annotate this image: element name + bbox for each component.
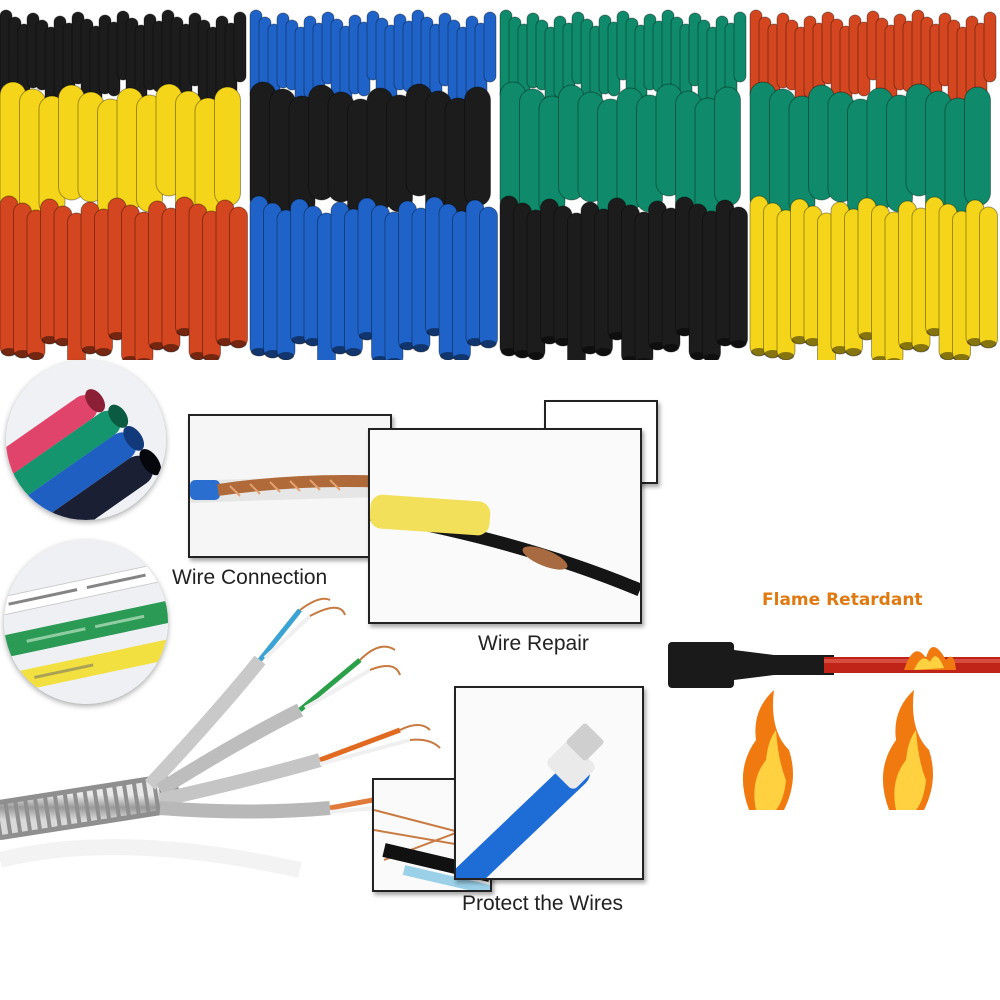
tube: [729, 206, 748, 349]
tube-end: [278, 352, 294, 360]
tube-end: [872, 356, 889, 360]
tube-end: [967, 338, 983, 346]
tube: [464, 86, 491, 207]
tube-end: [980, 340, 997, 348]
tube-end: [137, 358, 151, 360]
tube-end: [28, 352, 44, 360]
tube-end: [887, 358, 901, 360]
tube-end: [791, 336, 808, 344]
tube-end: [609, 332, 625, 340]
tube-end: [190, 352, 206, 360]
tube-end: [663, 344, 679, 352]
tube: [229, 206, 248, 349]
tube-end: [332, 346, 348, 354]
tube-end: [176, 328, 193, 336]
tube-end: [387, 358, 401, 360]
tube-end: [832, 346, 848, 354]
tube-end: [555, 338, 571, 346]
tube-end: [372, 356, 389, 360]
tube-end: [899, 342, 916, 350]
tube-end: [230, 340, 247, 348]
flame-icon: [904, 646, 956, 670]
tube-end: [501, 348, 517, 356]
tube-end: [305, 338, 321, 346]
flame-retardant-illustration: [668, 642, 1000, 810]
tube-end: [480, 340, 497, 348]
protect-wires-photo: [454, 686, 644, 880]
tube-end: [859, 332, 875, 340]
tube-end: [582, 346, 598, 354]
tube-end: [14, 350, 31, 358]
tube-end: [1, 348, 17, 356]
tube: [979, 206, 998, 349]
tube-end: [541, 336, 558, 344]
tube-end: [453, 354, 470, 360]
tube: [983, 11, 997, 83]
tube-end: [595, 348, 612, 356]
tube-end: [717, 338, 733, 346]
tube-end: [622, 356, 639, 360]
wire-connection-photo: [188, 414, 392, 558]
tube-end: [649, 342, 666, 350]
wire-repair-photo: [368, 428, 642, 624]
tube-end: [203, 354, 220, 360]
tube: [233, 11, 247, 83]
tube-end: [913, 344, 929, 352]
tube-end: [764, 350, 781, 358]
tube-end: [109, 332, 125, 340]
tube-end: [926, 328, 943, 336]
tube: [483, 11, 497, 83]
tube: [964, 86, 991, 207]
protect-wires-caption: Protect the Wires: [462, 892, 624, 915]
tube-end: [440, 352, 456, 360]
wire-connection-caption: Wire Connection: [172, 566, 328, 589]
tube-end: [163, 344, 179, 352]
tube-end: [95, 348, 112, 356]
tube: [733, 11, 747, 83]
tube-end: [805, 338, 821, 346]
tube-end: [940, 352, 956, 360]
tube-end: [637, 358, 651, 360]
tube-end: [41, 336, 58, 344]
tube-end: [730, 340, 747, 348]
tube-end: [953, 354, 970, 360]
tube-end: [690, 352, 706, 360]
tube-end: [676, 328, 693, 336]
tube: [479, 206, 498, 349]
tube-end: [82, 346, 98, 354]
labeled-tube-circle-photo: [4, 540, 168, 704]
tube-end: [514, 350, 531, 358]
flame-retardant-caption: Flame Retardant: [762, 590, 923, 610]
tube-end: [291, 336, 308, 344]
tube-end: [845, 348, 862, 356]
tube-end: [399, 342, 416, 350]
tube: [214, 86, 241, 207]
tube-end: [55, 338, 71, 346]
tube-end: [345, 348, 362, 356]
tube-end: [751, 348, 767, 356]
tube-end: [467, 338, 483, 346]
tube-end: [359, 332, 375, 340]
tube-end: [426, 328, 443, 336]
tube-end: [703, 354, 720, 360]
tube-end: [217, 338, 233, 346]
tube-end: [251, 348, 267, 356]
tube-end: [149, 342, 166, 350]
tube: [714, 86, 741, 207]
tube-end: [122, 356, 139, 360]
tube-end: [264, 350, 281, 358]
color-tube-circle-photo: [6, 360, 166, 520]
tubes-assortment-photo: [0, 9, 998, 360]
ethernet-cable-photo: [0, 597, 441, 878]
tube-end: [528, 352, 544, 360]
wire-repair-caption: Wire Repair: [478, 632, 589, 655]
tube-end: [413, 344, 429, 352]
tube-end: [778, 352, 794, 360]
